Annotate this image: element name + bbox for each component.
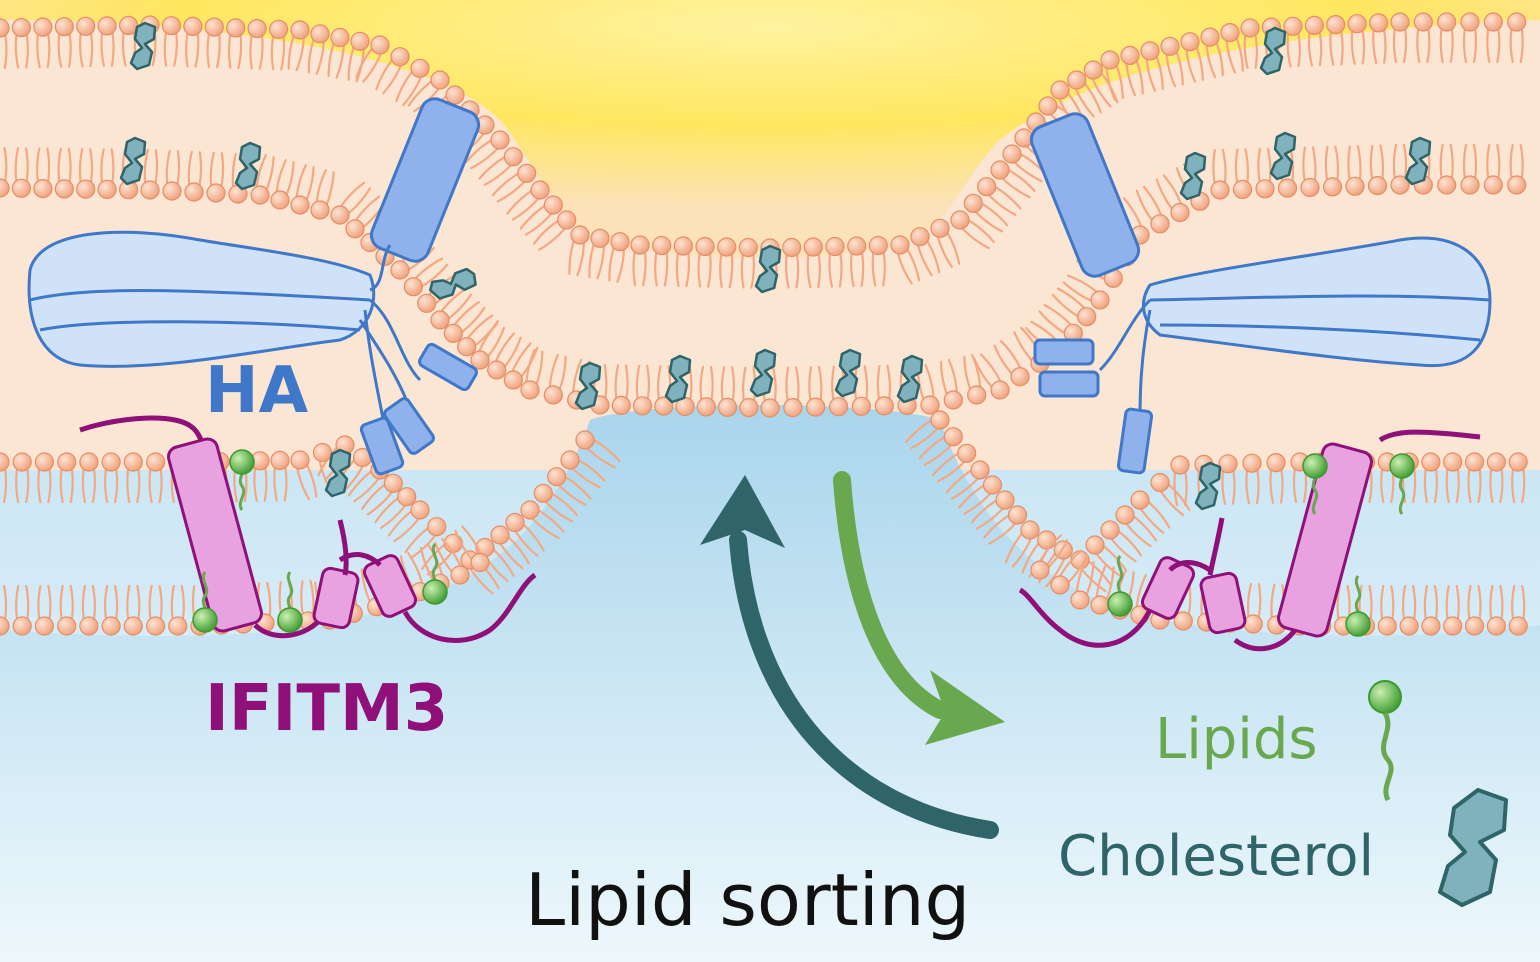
ifitm3-protein-right (1018, 429, 1481, 652)
lipid-sorting-label: Lipid sorting (525, 858, 970, 942)
curved-arrow-up-icon (700, 475, 999, 839)
cholesterol-molecules (119, 21, 1432, 511)
cholesterol-icon (1438, 788, 1508, 907)
ha-protein-left (27, 97, 481, 476)
sorted-lipids (192, 449, 1415, 637)
ha-protein-right (1029, 112, 1492, 475)
curved-arrow-right-icon (833, 471, 1005, 745)
lipid-bilayers (0, 12, 1528, 636)
ifitm3-label: IFITM3 (205, 672, 448, 746)
lipids-legend-label: Lipids (1155, 707, 1318, 772)
viral-lumen (0, 0, 1540, 258)
lipid-icon (1368, 680, 1402, 802)
ifitm3-protein-left (79, 415, 537, 643)
cholesterol-legend-label: Cholesterol (1058, 824, 1374, 889)
ha-label: HA (205, 354, 309, 428)
